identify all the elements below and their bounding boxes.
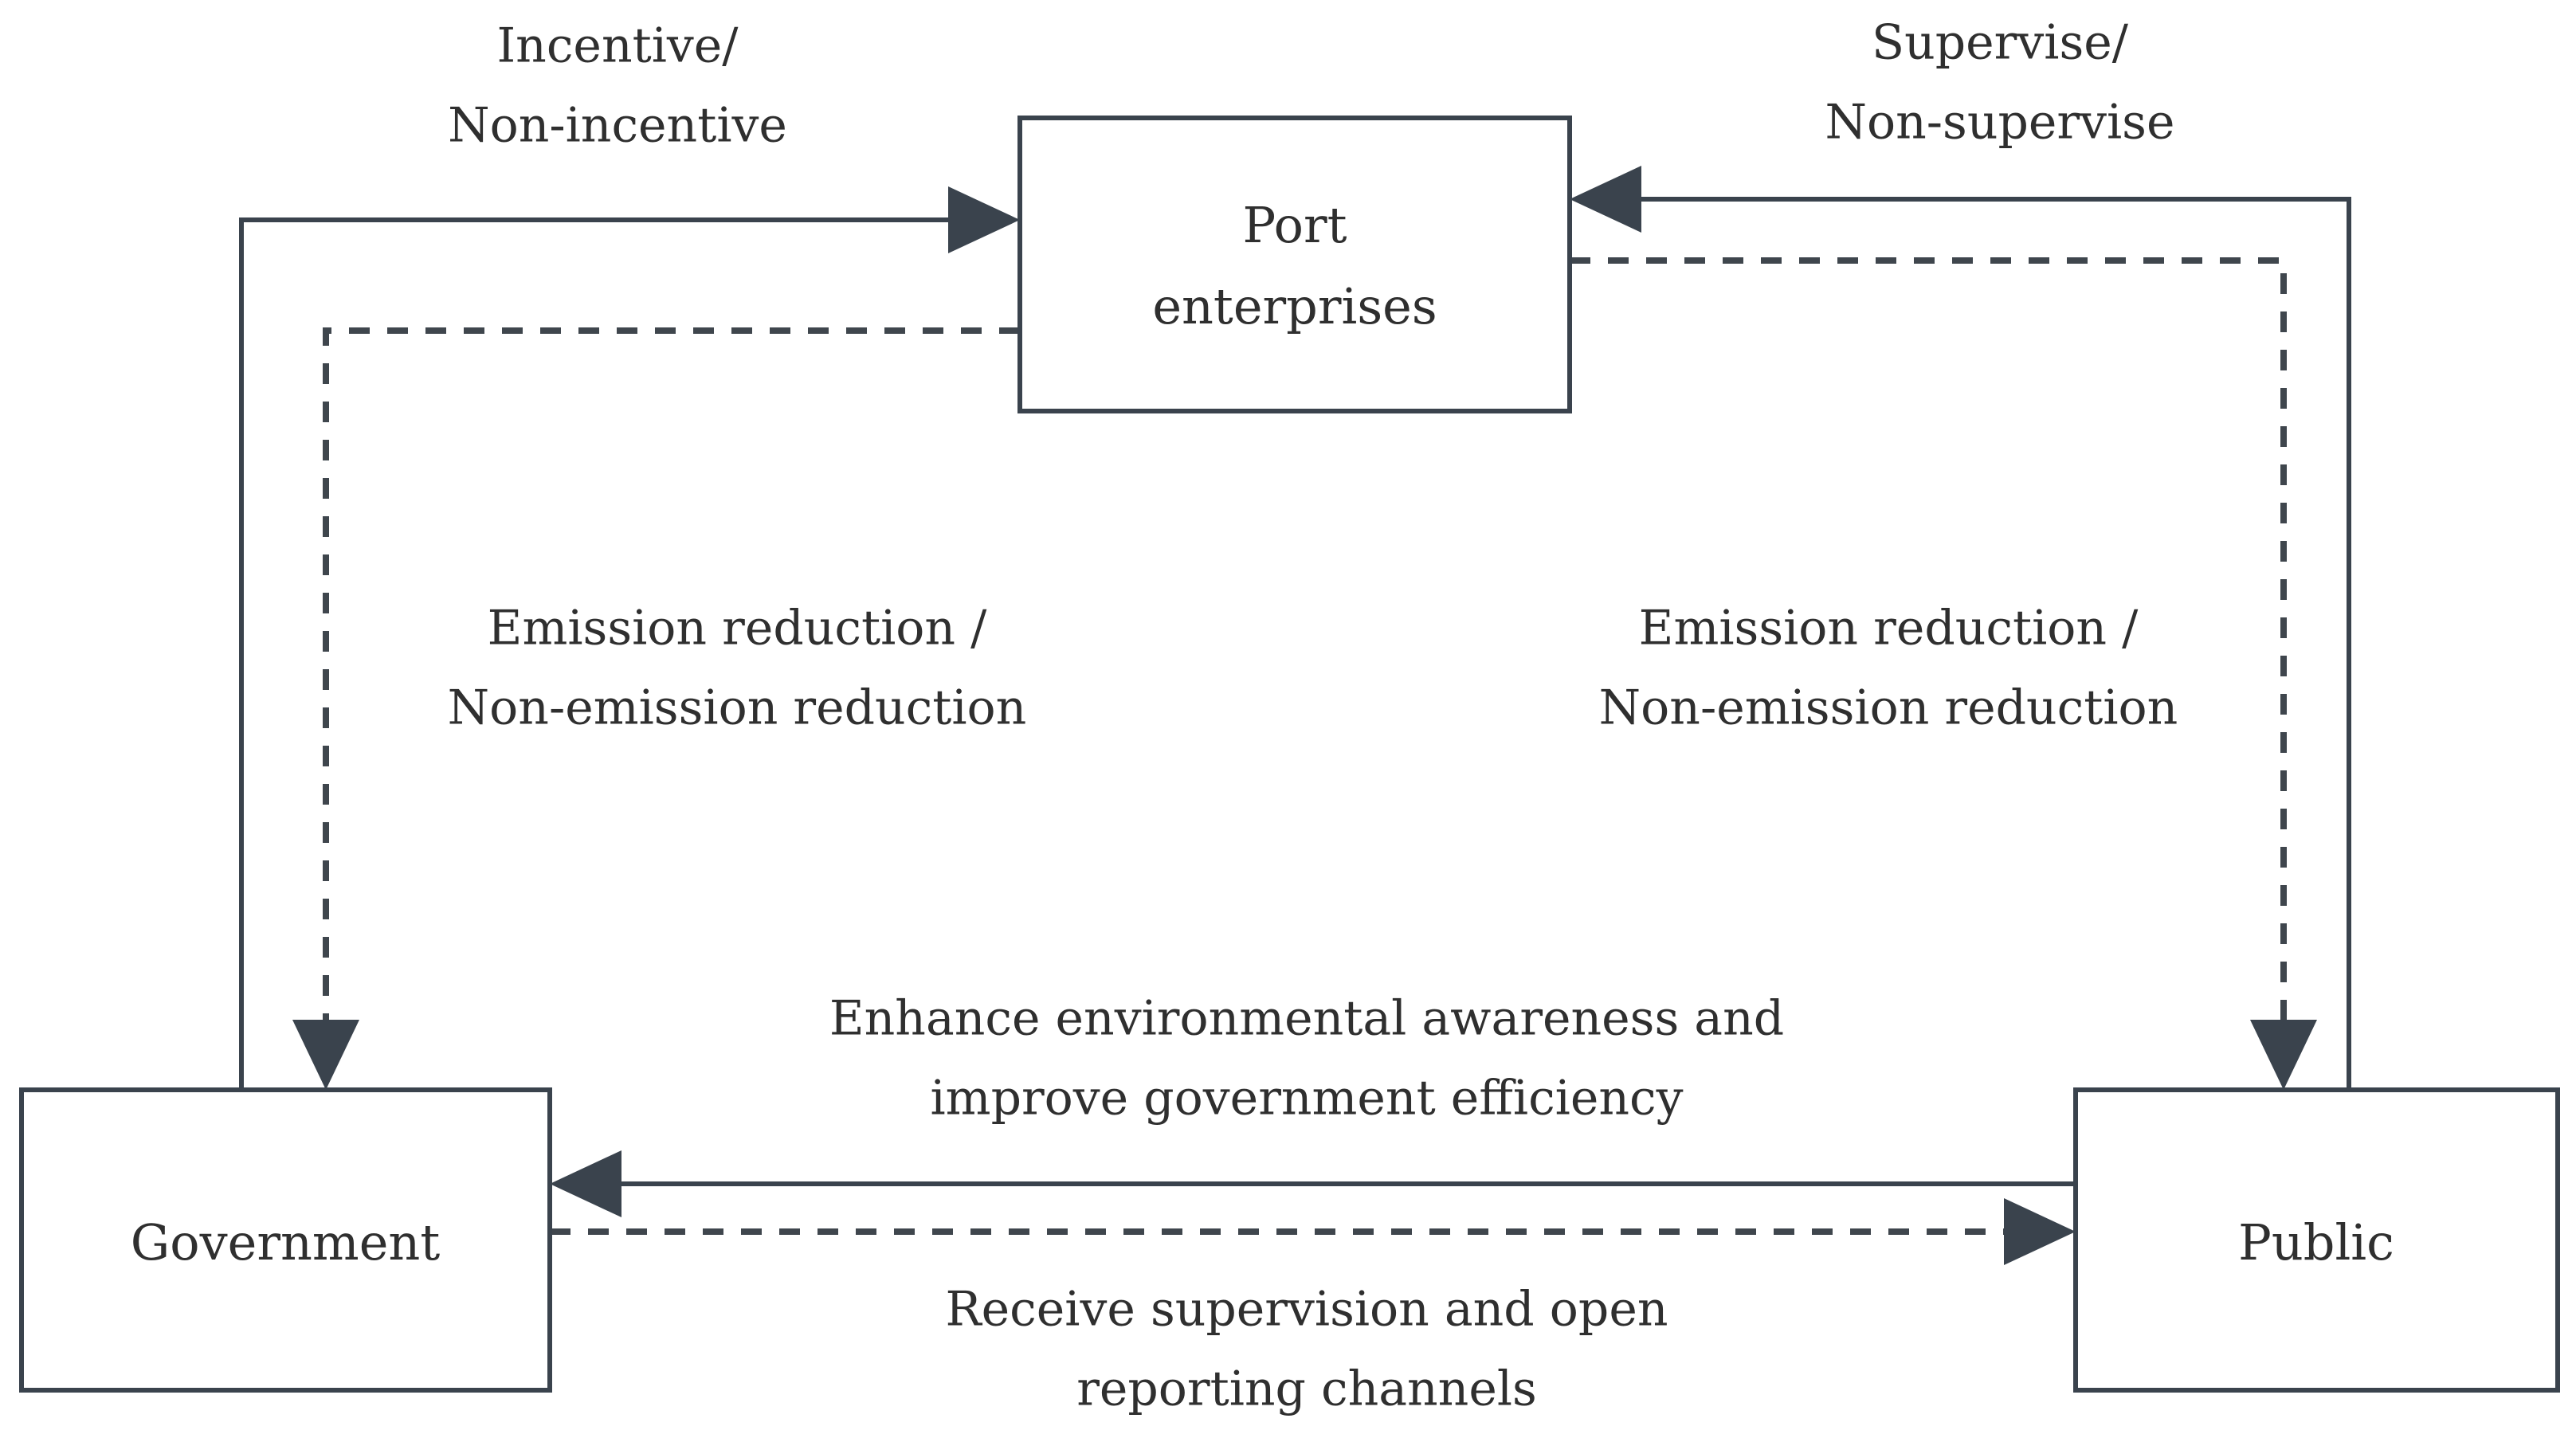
node-port-enterprises-box[interactable] (1017, 116, 1572, 413)
edge-label-emission-right-line1: Emission reduction / (1639, 601, 2139, 656)
edge-public-to-gov-awareness (550, 1150, 2076, 1217)
edge-public-to-port-supervise (1570, 166, 2351, 1090)
arrowhead-into-public-top (2250, 1020, 2317, 1090)
arrowhead-into-public-left (2004, 1198, 2076, 1265)
edge-label-supervise-line2: Non-supervise (1825, 95, 2175, 151)
node-public-box[interactable] (2073, 1087, 2560, 1393)
arrowhead-into-port-right (1570, 166, 1641, 233)
edge-label-emission-left: Emission reduction / Non-emission reduct… (448, 601, 1027, 736)
node-public-label: Public (2238, 1213, 2394, 1271)
edge-port-to-public-emission-line (1570, 257, 2287, 1052)
edge-port-to-gov-emission (292, 327, 1020, 1090)
arrowhead-into-government-top (292, 1020, 359, 1090)
arrowhead-into-government-right (550, 1150, 621, 1217)
edge-gov-to-port-incentive-line (239, 217, 982, 1090)
edge-port-to-public-emission (1570, 257, 2317, 1090)
edge-label-awareness: Enhance environmental awareness and impr… (829, 991, 1784, 1126)
node-government-box[interactable] (19, 1087, 552, 1393)
edge-public-to-port-supervise-line (1608, 197, 2351, 1090)
edge-label-incentive: Incentive/ Non-incentive (448, 18, 787, 154)
node-port-enterprises-label-line2: enterprises (1152, 277, 1437, 335)
edge-label-supervision-channels-line2: reporting channels (1076, 1362, 1537, 1417)
node-port-enterprises[interactable]: Port enterprises (1017, 116, 1572, 413)
node-public[interactable]: Public (2073, 1087, 2560, 1393)
edge-gov-to-port-incentive (239, 186, 1020, 1090)
edge-label-supervision-channels: Receive supervision and open reporting c… (946, 1282, 1668, 1417)
edge-label-awareness-line1: Enhance environmental awareness and (829, 991, 1784, 1047)
edge-gov-to-public-supervision (550, 1198, 2076, 1265)
edge-label-incentive-line1: Incentive/ (496, 18, 739, 74)
edge-label-emission-right: Emission reduction / Non-emission reduct… (1599, 601, 2178, 736)
arrowhead-into-port-left (948, 186, 1020, 253)
edge-label-supervise-line1: Supervise/ (1872, 15, 2129, 71)
node-government-label: Government (131, 1213, 441, 1271)
edge-label-emission-right-line2: Non-emission reduction (1599, 680, 2178, 736)
edge-label-emission-left-line1: Emission reduction / (488, 601, 987, 656)
edge-label-awareness-line2: improve government efficiency (930, 1071, 1683, 1126)
edge-port-to-gov-emission-line (323, 327, 1020, 1052)
node-government[interactable]: Government (19, 1087, 552, 1393)
edge-label-emission-left-line2: Non-emission reduction (448, 680, 1027, 736)
edge-label-supervise: Supervise/ Non-supervise (1825, 15, 2175, 151)
node-port-enterprises-label-line1: Port (1242, 196, 1347, 254)
edge-label-supervision-channels-line1: Receive supervision and open (946, 1282, 1668, 1338)
edge-label-incentive-line2: Non-incentive (448, 98, 787, 154)
